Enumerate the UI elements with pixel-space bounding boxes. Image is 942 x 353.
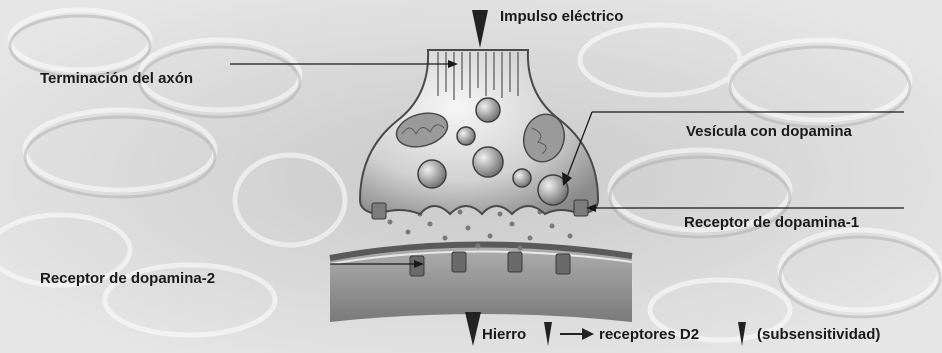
footer-iron: Hierro: [482, 326, 526, 344]
footer-d2-receptors: receptores D2: [599, 326, 699, 344]
label-impulse: Impulso eléctrico: [500, 8, 623, 26]
label-vesicle: Vesícula con dopamina: [686, 123, 852, 141]
postsynaptic-membrane: [330, 244, 632, 322]
label-receptor-d2: Receptor de dopamina-2: [40, 270, 215, 288]
label-axon-terminal: Terminación del axón: [40, 70, 193, 88]
label-receptor-d1: Receptor de dopamina-1: [684, 214, 859, 232]
footer-subsensitivity: (subsensitividad): [757, 326, 880, 344]
